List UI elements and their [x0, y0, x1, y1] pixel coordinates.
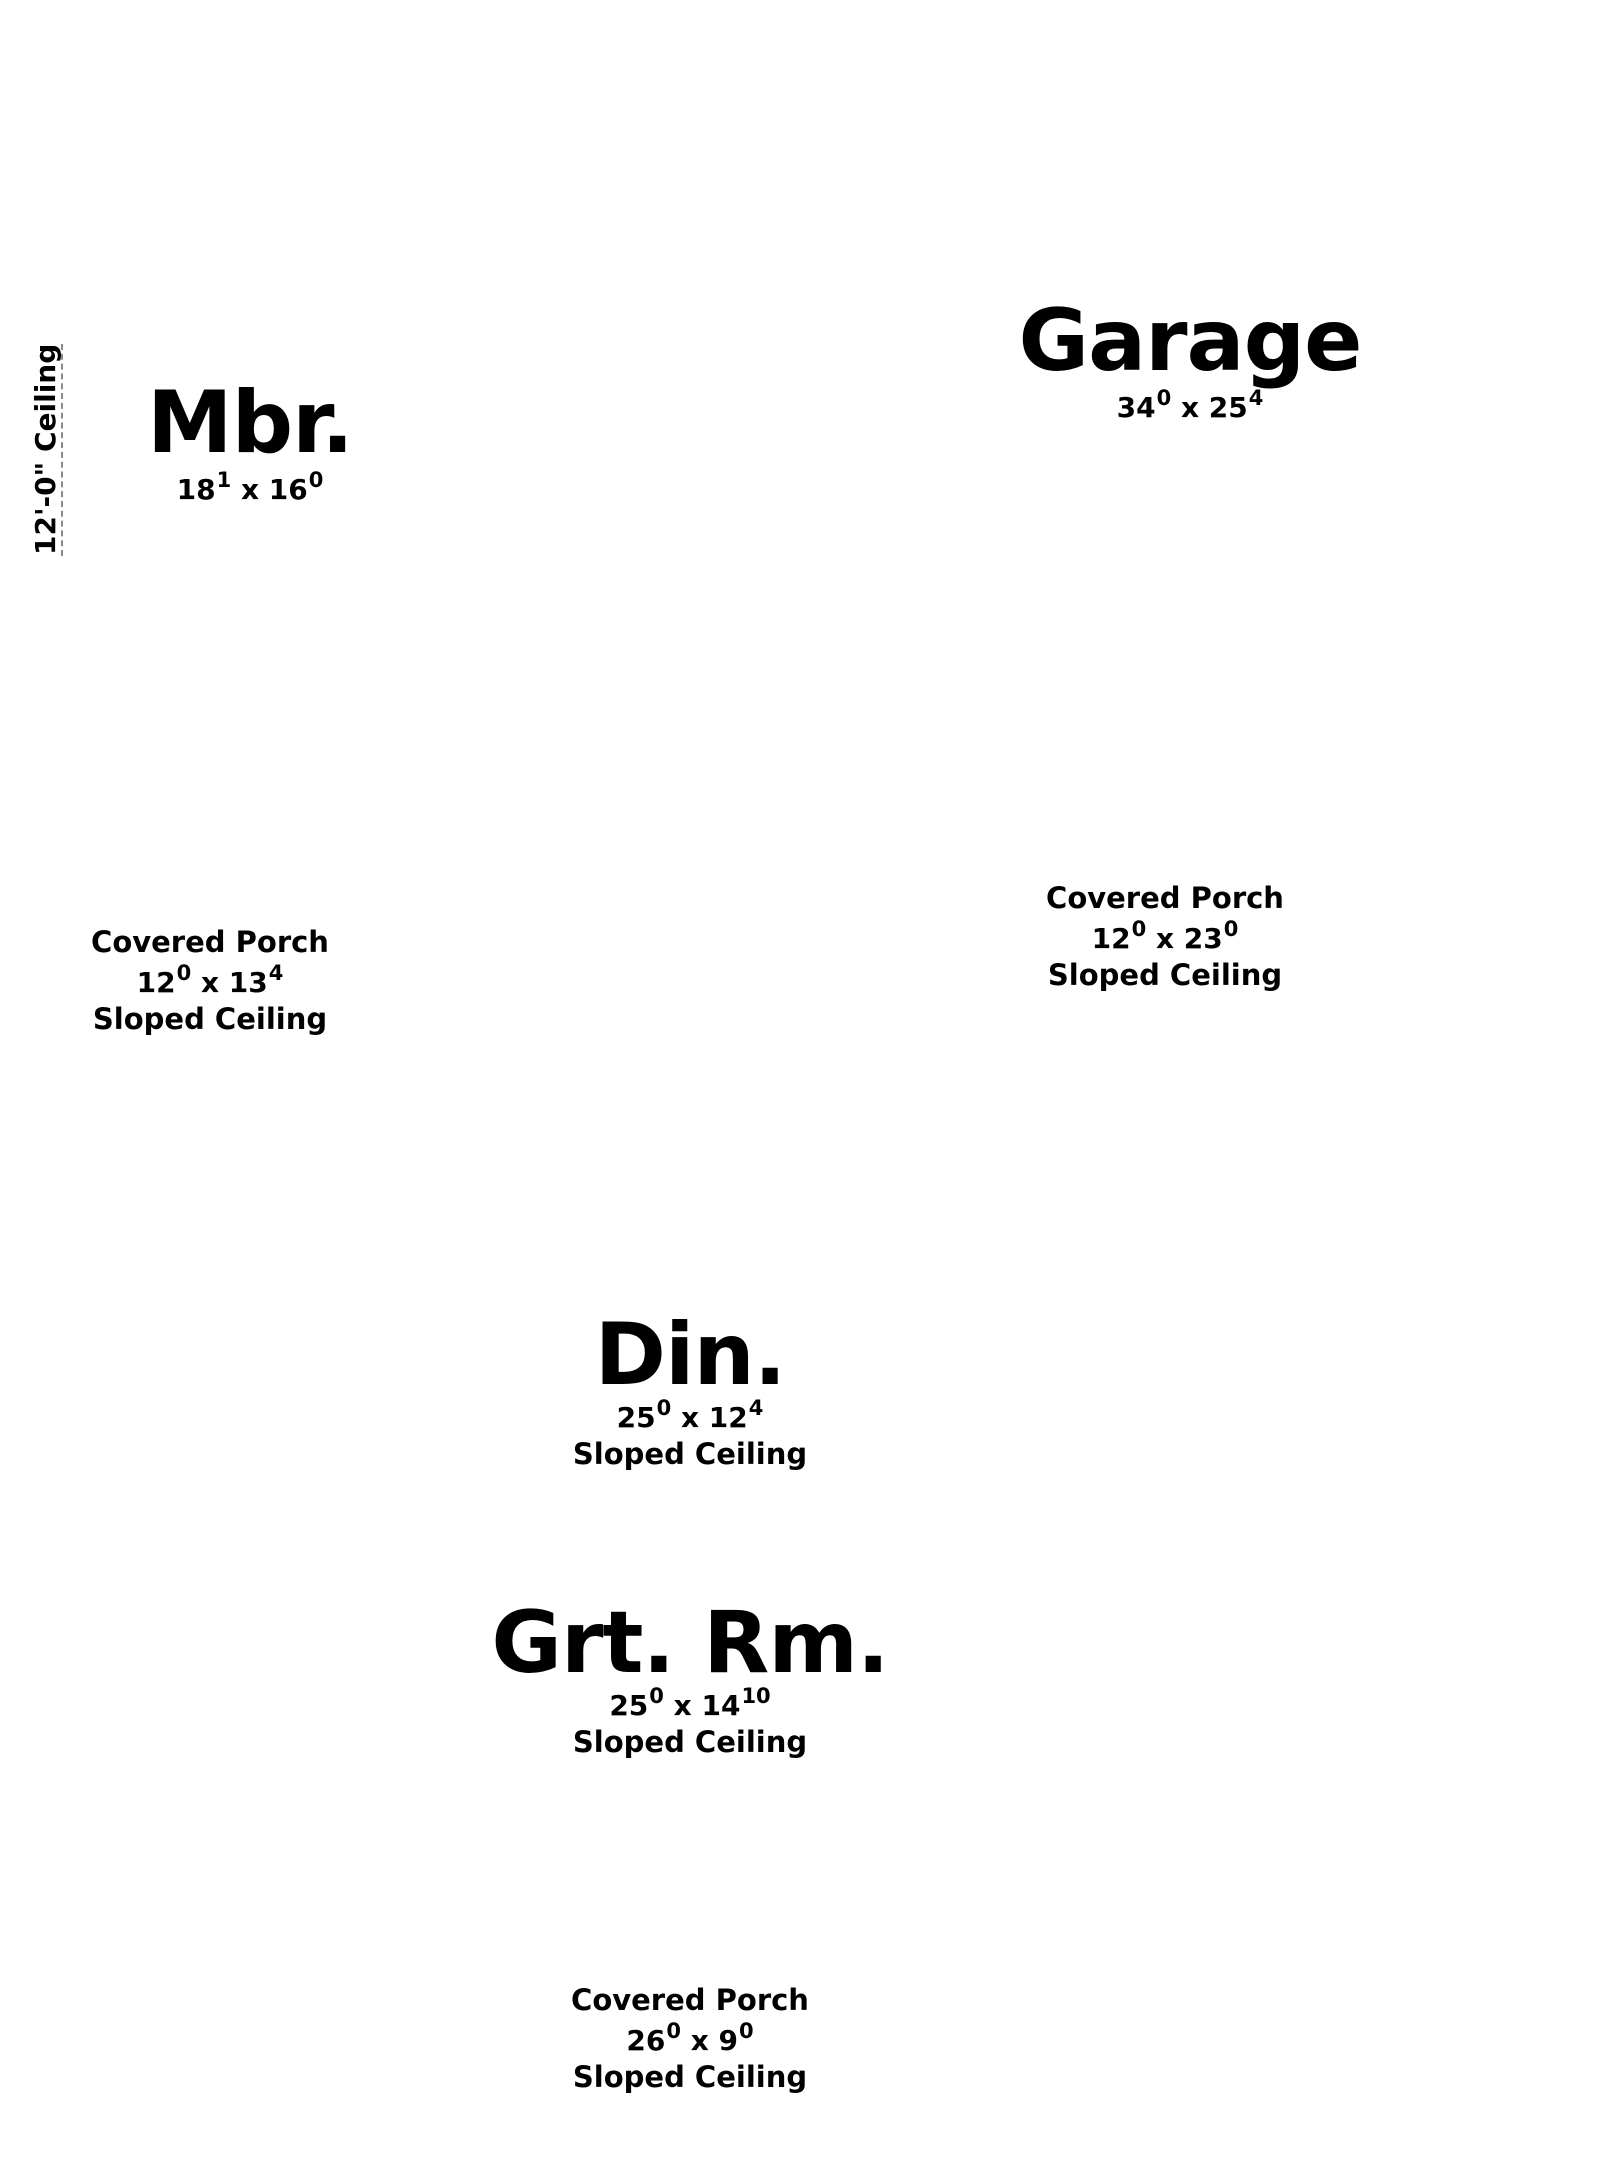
- width-inches: 0: [649, 1684, 664, 1708]
- dimension-separator: x: [1180, 391, 1200, 424]
- dimension-separator: x: [690, 2024, 709, 2057]
- width-inches: 0: [176, 961, 192, 985]
- room-dimensions: 250 x 124: [560, 1398, 820, 1434]
- ceiling-note: Sloped Ceiling: [1047, 958, 1283, 992]
- length-feet: 14: [701, 1689, 741, 1722]
- room-dimensions: 120 x 134: [80, 963, 340, 999]
- dimension-separator: x: [200, 966, 220, 999]
- room-label-garage: Garage 340 x 254: [1010, 298, 1370, 422]
- width-feet: 25: [609, 1689, 649, 1722]
- room-label-mbr: Mbr. 181 x 160: [130, 380, 370, 504]
- width-inches: 1: [216, 468, 232, 492]
- room-dimensions: 340 x 254: [1010, 388, 1370, 424]
- width-feet: 34: [1116, 391, 1156, 424]
- dimension-separator: x: [673, 1689, 692, 1722]
- room-name: Din.: [594, 1305, 787, 1405]
- width-feet: 12: [136, 966, 176, 999]
- room-name: Covered Porch: [91, 925, 329, 959]
- length-inches: 0: [739, 2019, 754, 2043]
- room-name: Mbr.: [147, 373, 354, 473]
- length-inches: 4: [1248, 386, 1264, 410]
- ceiling-height-annotation: 12'-0" Ceiling: [29, 343, 62, 555]
- ceiling-note: Sloped Ceiling: [572, 2060, 808, 2094]
- room-dimensions: 120 x 230: [1030, 919, 1300, 955]
- room-name: Covered Porch: [571, 1983, 809, 2017]
- ceiling-note: Sloped Ceiling: [572, 1725, 808, 1759]
- room-label-covered-porch-left: Covered Porch 120 x 134 Sloped Ceiling: [80, 928, 340, 1034]
- width-inches: 0: [666, 2019, 681, 2043]
- width-feet: 18: [176, 473, 216, 506]
- width-inches: 0: [1156, 386, 1172, 410]
- room-dimensions: 250 x 1410: [490, 1686, 890, 1722]
- length-feet: 25: [1208, 391, 1248, 424]
- length-feet: 23: [1183, 922, 1223, 955]
- width-feet: 12: [1091, 922, 1131, 955]
- room-dimensions: 260 x 90: [560, 2021, 820, 2057]
- dimension-separator: x: [1155, 922, 1175, 955]
- width-inches: 0: [656, 1396, 672, 1420]
- length-feet: 9: [718, 2024, 738, 2057]
- dimension-separator: x: [680, 1401, 700, 1434]
- length-inches: 4: [748, 1396, 764, 1420]
- length-inches: 0: [308, 468, 324, 492]
- room-name: Grt. Rm.: [491, 1593, 889, 1693]
- width-inches: 0: [1131, 917, 1147, 941]
- room-name: Garage: [1018, 291, 1363, 391]
- dimension-separator: x: [240, 473, 260, 506]
- room-label-covered-porch-right: Covered Porch 120 x 230 Sloped Ceiling: [1030, 884, 1300, 990]
- room-label-grt-rm: Grt. Rm. 250 x 1410 Sloped Ceiling: [490, 1600, 890, 1757]
- room-label-covered-porch-bottom: Covered Porch 260 x 90 Sloped Ceiling: [560, 1986, 820, 2092]
- room-dimensions: 181 x 160: [130, 470, 370, 506]
- width-feet: 25: [616, 1401, 656, 1434]
- length-feet: 13: [228, 966, 268, 999]
- length-inches: 4: [268, 961, 284, 985]
- length-feet: 12: [708, 1401, 748, 1434]
- length-inches: 0: [1223, 917, 1239, 941]
- length-inches: 10: [741, 1684, 771, 1708]
- length-feet: 16: [268, 473, 308, 506]
- ceiling-boundary-dashed-line: [61, 344, 63, 556]
- ceiling-note: Sloped Ceiling: [572, 1437, 808, 1471]
- room-label-din: Din. 250 x 124 Sloped Ceiling: [560, 1312, 820, 1469]
- room-name: Covered Porch: [1046, 881, 1284, 915]
- ceiling-note: Sloped Ceiling: [92, 1002, 328, 1036]
- width-feet: 26: [626, 2024, 666, 2057]
